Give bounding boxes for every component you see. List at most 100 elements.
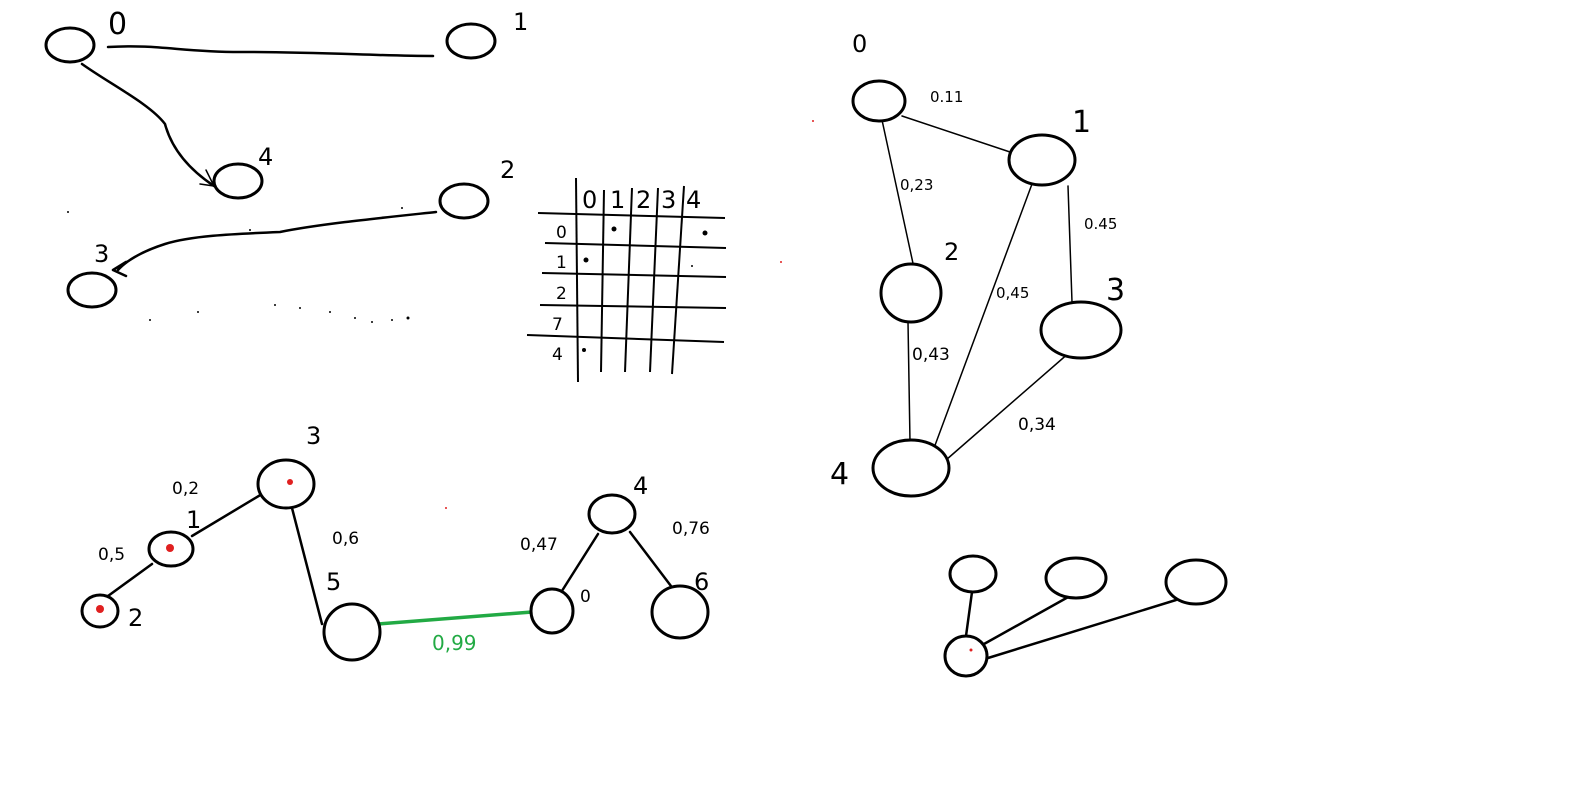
- edge-0-4: [80, 62, 216, 188]
- d3-edge-5-0: [376, 610, 534, 626]
- matrix-row-0: 0: [556, 223, 567, 243]
- d2-edge-3-4: [945, 351, 1071, 461]
- matrix-vline-4: [671, 185, 685, 375]
- d3-weight-1-3: 0,2: [172, 479, 199, 499]
- d2-node-2: [879, 262, 943, 324]
- red-speck-2: [780, 261, 782, 263]
- d3-node-4: [587, 493, 637, 535]
- d2-edge-2-4: [907, 321, 911, 443]
- matrix-mark-0-1: [611, 226, 617, 232]
- d2-label-2: 2: [944, 238, 959, 266]
- matrix-row-4: 4: [552, 345, 563, 365]
- d2-weight-0-1: 0.11: [930, 88, 963, 106]
- d2-edge-1-3: [1067, 185, 1073, 303]
- arrowhead-to-3: [111, 260, 128, 278]
- d3-weight-4-6: 0,76: [672, 519, 710, 539]
- d4-node-c: [1164, 558, 1228, 606]
- d3-node-5: [322, 602, 382, 662]
- d2-label-4: 4: [830, 457, 849, 492]
- d3-edge-0-4: [558, 532, 600, 596]
- stray-dots: [67, 207, 410, 323]
- d2-label-3: 3: [1106, 273, 1125, 308]
- diagram-star-graph: [943, 554, 1228, 678]
- d4-edge-hub-a: [964, 590, 974, 638]
- matrix-hline-3: [539, 304, 727, 309]
- matrix-col-4: 4: [686, 186, 701, 214]
- d2-node-3: [1039, 300, 1123, 360]
- matrix-vline-1: [600, 189, 605, 373]
- d1-node-1: [445, 22, 497, 60]
- d4-node-a: [948, 554, 998, 594]
- d1-label-0: 0: [108, 7, 127, 42]
- edge-2-3: [116, 210, 438, 272]
- matrix-mark-0-4: [702, 230, 708, 236]
- d1-label-3: 3: [94, 240, 109, 268]
- d2-weight-0-2: 0,23: [900, 176, 933, 194]
- d1-label-4: 4: [258, 143, 273, 171]
- d2-weight-3-4: 0,34: [1018, 415, 1056, 435]
- d3-weight-0-4: 0,47: [520, 535, 558, 555]
- d3-label-3: 3: [306, 422, 321, 450]
- matrix-hline-4: [526, 334, 725, 343]
- d3-label-4: 4: [633, 472, 648, 500]
- d2-label-1: 1: [1072, 105, 1091, 140]
- d2-node-0: [851, 79, 907, 123]
- d3-marker-2: [96, 605, 104, 613]
- d3-node-0: [529, 587, 575, 635]
- matrix-col-1: 1: [610, 186, 625, 214]
- matrix-hline-header: [537, 212, 726, 219]
- matrix-row-2: 2: [556, 284, 567, 304]
- d4-node-hub: [943, 634, 989, 678]
- matrix-vline-header: [575, 177, 579, 383]
- d2-edge-1-4: [933, 183, 1033, 449]
- d3-edge-2-1: [106, 562, 154, 598]
- d2-node-4: [871, 438, 951, 498]
- matrix-hline-2: [541, 272, 727, 278]
- d3-weight-5-0: 0,99: [432, 631, 477, 655]
- d1-node-4: [212, 162, 264, 200]
- d1-node-3: [66, 271, 118, 309]
- matrix-col-3: 3: [661, 186, 676, 214]
- d4-hub-marker: [969, 648, 973, 652]
- red-speck-1: [812, 120, 814, 122]
- d2-edge-0-1: [901, 115, 1011, 153]
- matrix-stray-dot: [691, 265, 693, 267]
- matrix-mark-1-0: [583, 257, 589, 263]
- d1-node-0: [44, 26, 96, 64]
- d4-node-b: [1044, 556, 1108, 600]
- d3-edge-4-6: [628, 530, 676, 592]
- matrix-row-3: 7: [552, 315, 563, 335]
- d3-marker-1: [166, 544, 174, 552]
- adjacency-matrix: 0 1 2 3 4 0 1 2 7 4: [526, 177, 727, 383]
- d3-label-1: 1: [186, 506, 201, 534]
- d3-stray-red: [445, 507, 447, 509]
- d3-weight-2-1: 0,5: [98, 545, 125, 565]
- matrix-hline-1: [544, 242, 727, 249]
- d4-edge-hub-b: [982, 594, 1072, 646]
- d1-node-2: [438, 182, 490, 220]
- d2-weight-2-4: 0,43: [912, 345, 950, 365]
- d3-weight-3-5: 0,6: [332, 529, 359, 549]
- d3-label-5: 5: [326, 568, 341, 596]
- d2-weight-1-4: 0,45: [996, 284, 1029, 302]
- matrix-col-0: 0: [582, 186, 597, 214]
- d3-label-0: 0: [580, 587, 591, 607]
- d2-node-1: [1007, 133, 1077, 187]
- edge-0-1: [106, 45, 435, 58]
- d3-marker-3: [287, 479, 293, 485]
- d2-label-0: 0: [852, 30, 867, 58]
- matrix-col-2: 2: [636, 186, 651, 214]
- d3-edge-3-5: [290, 506, 324, 626]
- matrix-vline-2: [624, 187, 633, 373]
- d3-label-6: 6: [694, 568, 709, 596]
- diagram-directed-graph: 0 1 4 2 3: [44, 7, 528, 323]
- d3-node-3: [256, 458, 316, 510]
- diagram-weighted-path: 2 1 3 5 0 4 6 0,5 0,2 0,6 0,99 0,47 0,76: [80, 422, 710, 662]
- matrix-row-1: 1: [556, 253, 567, 273]
- d2-weight-1-3: 0.45: [1084, 215, 1117, 233]
- d1-label-2: 2: [500, 156, 515, 184]
- diagram-weighted-graph: 0 1 2 3 4 0.11 0,23 0.45 0,45 0,43 0,34: [780, 30, 1125, 498]
- d4-edge-hub-c: [986, 598, 1178, 660]
- d1-label-1: 1: [513, 8, 528, 36]
